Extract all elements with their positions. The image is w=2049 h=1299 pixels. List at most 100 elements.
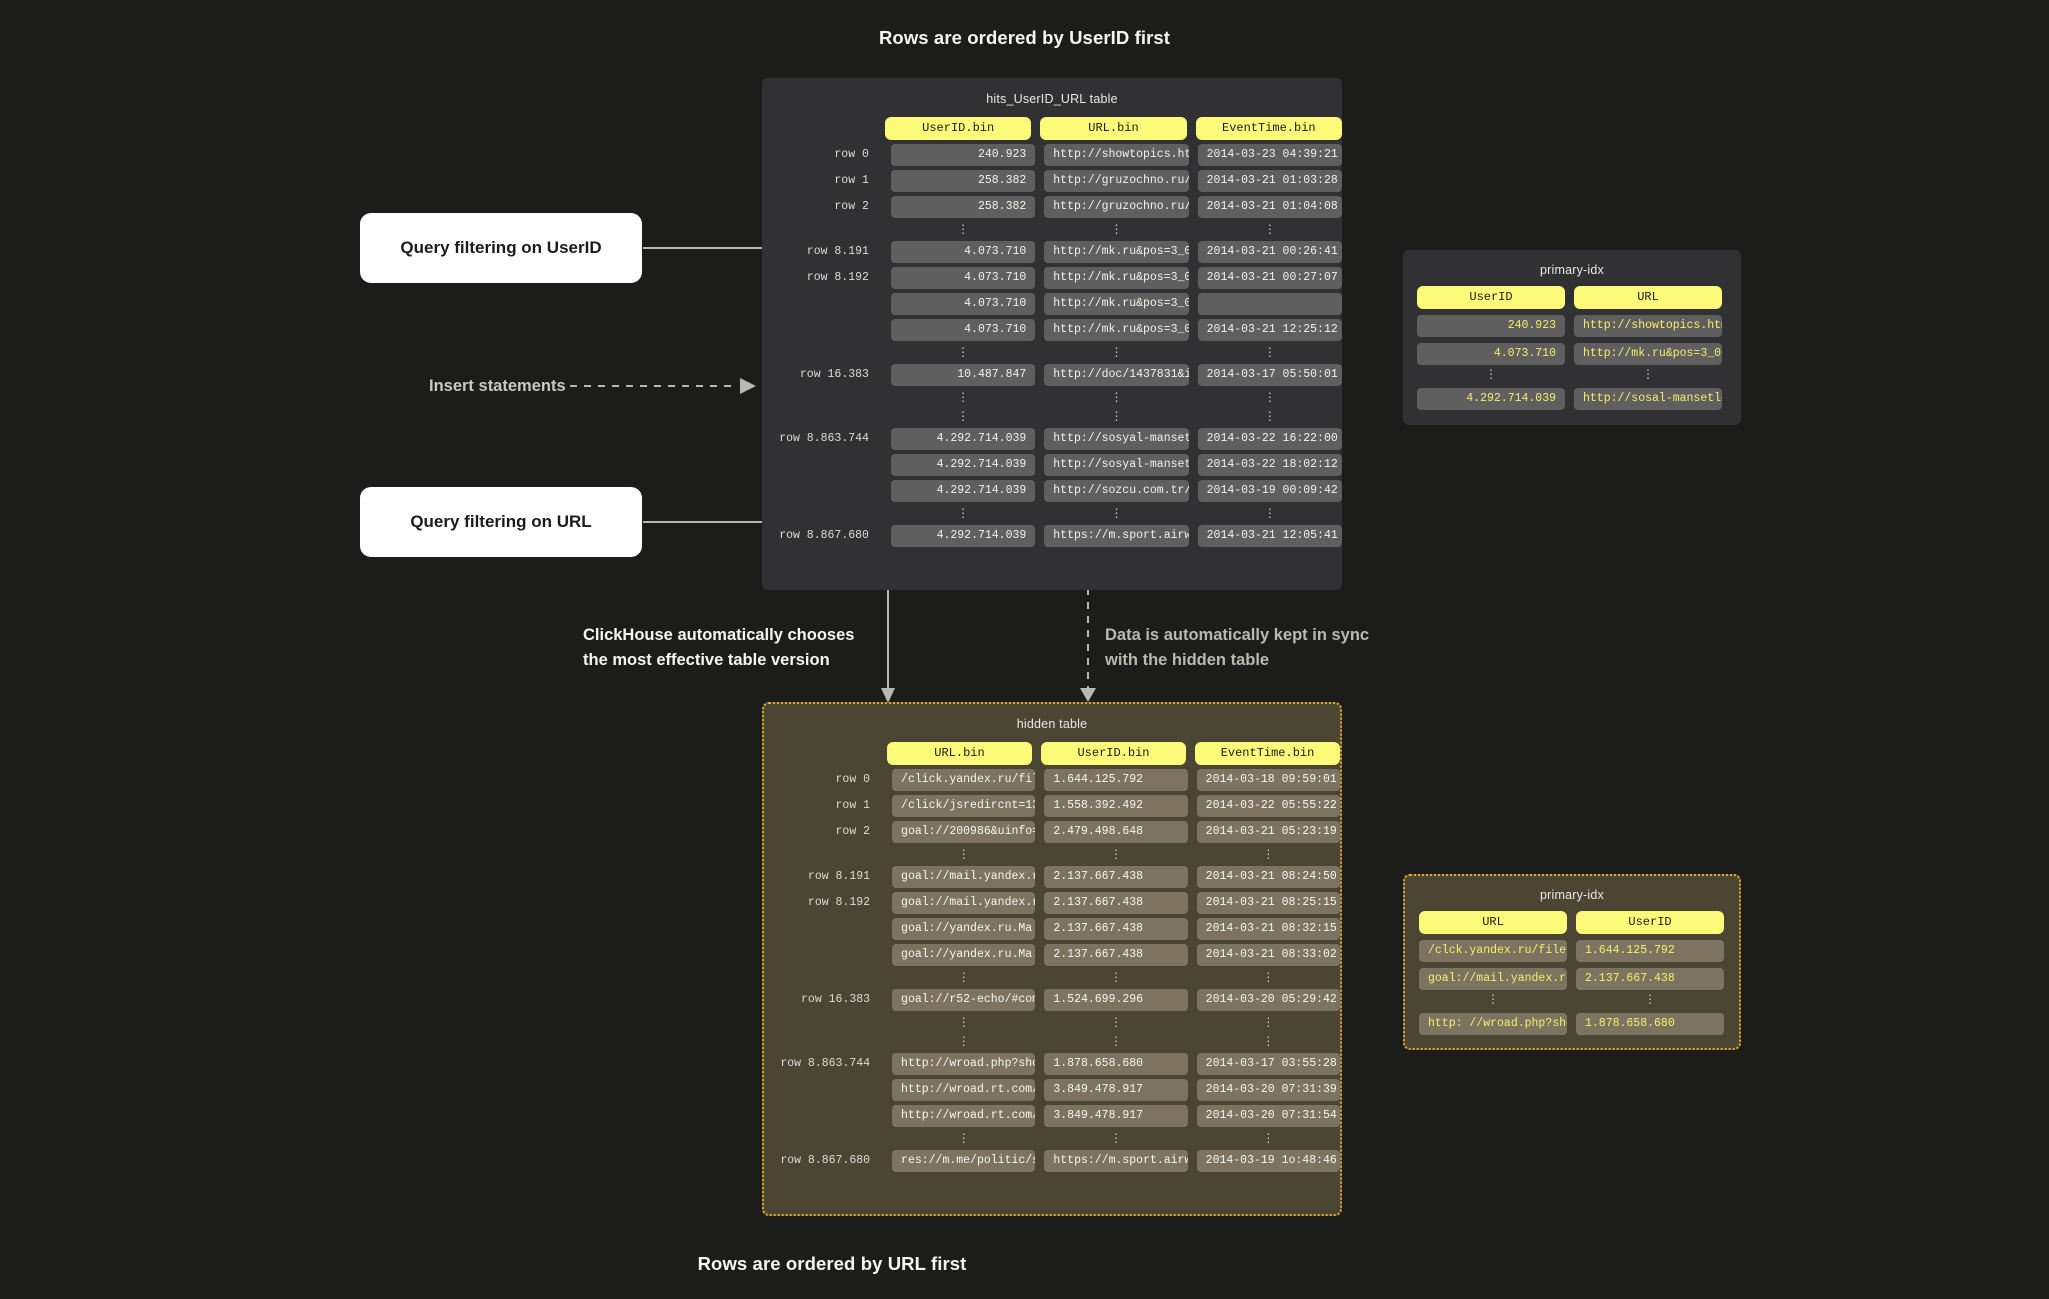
table-cell[interactable]: 2.137.667.438 bbox=[1044, 866, 1188, 888]
table-cell[interactable]: http://mk.ru&pos=3_0 bbox=[1044, 267, 1189, 289]
table-cell[interactable]: http://gruzochno.ru/ekat... bbox=[1044, 170, 1189, 192]
table-cell[interactable]: 3.849.478.917 bbox=[1044, 1105, 1188, 1127]
table-cell[interactable]: 2014-03-21 12:25:12 bbox=[1197, 319, 1342, 341]
table-cell[interactable]: http://mk.ru&pos=3_0 bbox=[1044, 319, 1189, 341]
table-cell[interactable]: 2014-03-21 01:03:28 bbox=[1197, 170, 1342, 192]
table-cell[interactable]: goal://r52-echo/#compose... bbox=[892, 989, 1036, 1011]
table-cell[interactable]: 4.073.710 bbox=[890, 293, 1036, 315]
table-cell[interactable]: 2014-03-19 1o:48:46 bbox=[1196, 1150, 1340, 1172]
table-cell[interactable]: goal://yandex.ru.Ma... bbox=[892, 918, 1036, 940]
table-cell[interactable]: 2014-03-21 08:24:50 bbox=[1196, 866, 1340, 888]
table-cell[interactable]: https://m.sport.airway/? bbox=[1044, 525, 1189, 547]
table-cell[interactable]: 10.487.847 bbox=[890, 364, 1036, 386]
table-cell[interactable]: 2014-03-18 09:59:01 bbox=[1196, 769, 1340, 791]
table-cell[interactable]: 2014-03-21 08:32:15 bbox=[1196, 918, 1340, 940]
callout-query-filtering-url[interactable]: Query filtering on URL bbox=[360, 487, 642, 557]
row-label bbox=[762, 319, 882, 341]
table-cell[interactable]: http://mk.ru&pos=3_0 bbox=[1044, 241, 1189, 263]
index-cell[interactable]: 4.073.710 bbox=[1417, 343, 1565, 365]
table-cell[interactable]: 1.558.392.492 bbox=[1044, 795, 1188, 817]
table-cell[interactable]: 4.073.710 bbox=[890, 241, 1036, 263]
table-cell[interactable]: 2.137.667.438 bbox=[1044, 944, 1188, 966]
table-cell[interactable]: 2014-03-22 05:55:22 bbox=[1196, 795, 1340, 817]
index-cell[interactable]: 1.644.125.792 bbox=[1576, 940, 1724, 962]
table-cell[interactable]: 4.292.714.039 bbox=[890, 525, 1036, 547]
table-cell[interactable]: 2014-03-23 04:39:21 bbox=[1197, 144, 1342, 166]
index-cell[interactable]: 4.292.714.039 bbox=[1417, 388, 1565, 410]
table-cell[interactable]: 2014-03-20 07:31:39 bbox=[1196, 1079, 1340, 1101]
table-cell[interactable]: https://m.sport.airway/? bbox=[1044, 1150, 1188, 1172]
table-cell[interactable]: 2014-03-21 08:25:15 bbox=[1196, 892, 1340, 914]
table-cell[interactable]: 2014-03-20 05:29:42 bbox=[1196, 989, 1340, 1011]
table-cell[interactable]: 2014-03-20 07:31:54 bbox=[1196, 1105, 1340, 1127]
table-cell[interactable]: 2.479.498.648 bbox=[1044, 821, 1188, 843]
table-cell[interactable]: http://doc/1437831&is_mo... bbox=[1044, 364, 1189, 386]
table-cell[interactable]: 2014-03-21 12:05:41 bbox=[1197, 525, 1342, 547]
table-cell[interactable]: 2014-03-22 18:02:12 bbox=[1197, 454, 1342, 476]
table-cell[interactable]: 2014-03-17 05:50:01 bbox=[1197, 364, 1342, 386]
table-cell[interactable]: 1.524.699.296 bbox=[1044, 989, 1188, 1011]
callout-query-filtering-userid[interactable]: Query filtering on UserID bbox=[360, 213, 642, 283]
table-cell[interactable]: http://sosyal-mansetleri... bbox=[1044, 428, 1189, 450]
table-cell[interactable] bbox=[1197, 293, 1342, 315]
table-cell[interactable]: 2014-03-21 08:33:02 bbox=[1196, 944, 1340, 966]
table-cell[interactable]: 2014-03-21 05:23:19 bbox=[1196, 821, 1340, 843]
table-cell[interactable]: 4.073.710 bbox=[890, 319, 1036, 341]
column-header[interactable]: EventTime.bin bbox=[1195, 117, 1342, 140]
table-cell[interactable]: 4.292.714.039 bbox=[890, 454, 1036, 476]
index-column-header[interactable]: URL bbox=[1419, 911, 1567, 934]
index-cell[interactable]: goal://mail.yandex.ru/Ma... bbox=[1419, 968, 1567, 990]
table-cell[interactable]: res://m.me/politic/stati... bbox=[892, 1150, 1036, 1172]
table-cell[interactable]: http://gruzochno.ru/ekat... bbox=[1044, 196, 1189, 218]
table-cell[interactable]: http://wroad.php?show/7... bbox=[892, 1053, 1036, 1075]
index-cell[interactable]: 240.923 bbox=[1417, 315, 1565, 337]
index-cell[interactable]: http: //wroad.php?show/7... bbox=[1419, 1013, 1567, 1035]
table-cell[interactable]: http://wroad.rt.com/tr/... bbox=[892, 1105, 1036, 1127]
table-cell[interactable]: 2014-03-17 03:55:28 bbox=[1196, 1053, 1340, 1075]
row-label bbox=[762, 391, 882, 405]
index-cell[interactable]: http://sosal-mansetleri... bbox=[1574, 388, 1722, 410]
table-cell[interactable]: http://wroad.rt.com/tr/... bbox=[892, 1079, 1036, 1101]
index-cell[interactable]: 1.878.658.680 bbox=[1576, 1013, 1724, 1035]
table-cell[interactable]: /click.yandex.ru/file.co ... bbox=[892, 769, 1036, 791]
table-cell[interactable]: goal://yandex.ru.Ma... bbox=[892, 944, 1036, 966]
index-cell[interactable]: /clck.yandex.ru/file.com... bbox=[1419, 940, 1567, 962]
column-header[interactable]: URL.bin bbox=[887, 742, 1032, 765]
index-cell[interactable]: 2.137.667.438 bbox=[1576, 968, 1724, 990]
index-column-header[interactable]: URL bbox=[1574, 286, 1722, 309]
column-header[interactable]: UserID.bin bbox=[885, 117, 1032, 140]
table-cell[interactable]: goal://mail.yandex.ru/Ma... bbox=[892, 866, 1036, 888]
table-cell[interactable]: 3.849.478.917 bbox=[1044, 1079, 1188, 1101]
table-cell[interactable]: 2014-03-21 01:04:08 bbox=[1197, 196, 1342, 218]
table-cell[interactable]: 2014-03-21 00:26:41 bbox=[1197, 241, 1342, 263]
table-cell[interactable]: 2014-03-22 16:22:00 bbox=[1197, 428, 1342, 450]
table-cell[interactable]: 240.923 bbox=[890, 144, 1036, 166]
column-header[interactable]: EventTime.bin bbox=[1195, 742, 1340, 765]
table-cell[interactable]: http://mk.ru&pos=3_0 bbox=[1044, 293, 1189, 315]
table-cell[interactable]: 258.382 bbox=[890, 170, 1036, 192]
ellipsis-marker: ⋮ bbox=[1262, 848, 1275, 862]
table-cell[interactable]: 2.137.667.438 bbox=[1044, 892, 1188, 914]
column-header[interactable]: URL.bin bbox=[1040, 117, 1187, 140]
table-cell[interactable]: http://sozcu.com.tr/oaut bbox=[1044, 480, 1189, 502]
table-cell[interactable]: 1.644.125.792 bbox=[1044, 769, 1188, 791]
table-cell[interactable]: goal://mail.yandex.ru/Ma... bbox=[892, 892, 1036, 914]
ellipsis-marker: ⋮ bbox=[1263, 507, 1276, 521]
table-cell[interactable]: 2.137.667.438 bbox=[1044, 918, 1188, 940]
table-cell[interactable]: /click/jsredircnt=1395412... bbox=[892, 795, 1036, 817]
table-cell[interactable]: 4.073.710 bbox=[890, 267, 1036, 289]
table-cell[interactable]: http://sosyal-mansetleri... bbox=[1044, 454, 1189, 476]
table-cell[interactable]: goal://200986&uinfo=wn-1... bbox=[892, 821, 1036, 843]
table-cell[interactable]: 1.878.658.680 bbox=[1044, 1053, 1188, 1075]
table-cell[interactable]: 2014-03-19 00:09:42 bbox=[1197, 480, 1342, 502]
table-cell[interactable]: 4.292.714.039 bbox=[890, 428, 1036, 450]
table-cell[interactable]: 4.292.714.039 bbox=[890, 480, 1036, 502]
table-cell[interactable]: 258.382 bbox=[890, 196, 1036, 218]
index-cell[interactable]: http://mk.ru&pos=3_0 bbox=[1574, 343, 1722, 365]
index-column-header[interactable]: UserID bbox=[1417, 286, 1565, 309]
table-cell[interactable]: 2014-03-21 00:27:07 bbox=[1197, 267, 1342, 289]
table-cell[interactable]: http://showtopics.html%3... bbox=[1044, 144, 1189, 166]
index-column-header[interactable]: UserID bbox=[1576, 911, 1724, 934]
column-header[interactable]: UserID.bin bbox=[1041, 742, 1186, 765]
index-cell[interactable]: http://showtopics.html%3... bbox=[1574, 315, 1722, 337]
